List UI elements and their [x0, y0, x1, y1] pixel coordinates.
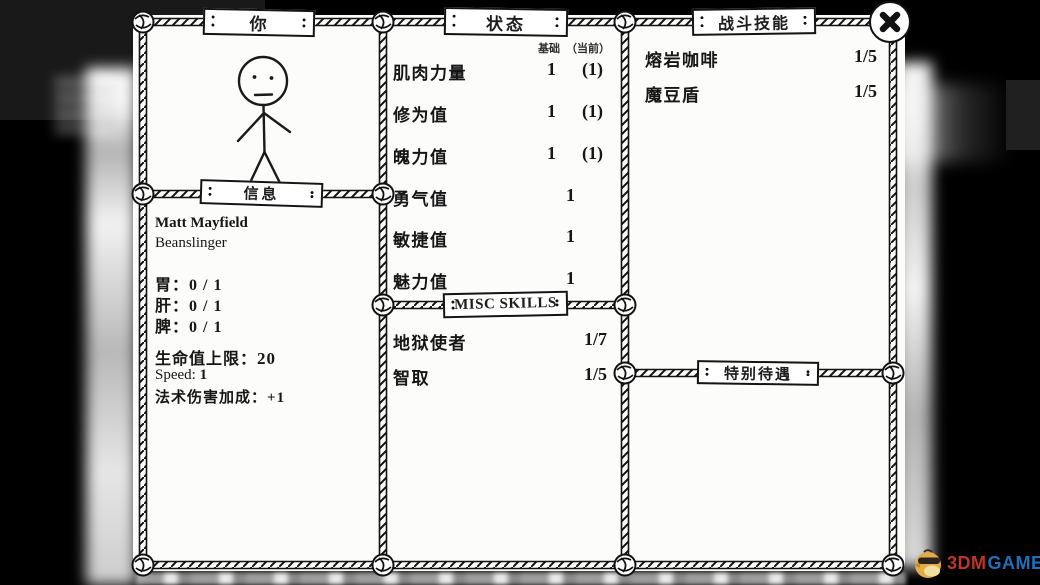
- skill-value: 1/5: [853, 46, 877, 66]
- stat-row-gumption: 勇气值 1: [393, 185, 603, 209]
- combat-skill-row[interactable]: 魔豆盾 1/5: [645, 81, 877, 105]
- skill-value: 1/5: [853, 81, 877, 101]
- background-patch: [1006, 80, 1040, 150]
- hp-max-row: 生命值上限：20: [155, 345, 276, 369]
- stat-value: 1: [566, 268, 575, 288]
- watermark-game: GAME: [987, 552, 1040, 573]
- character-class: Beanslinger: [155, 235, 227, 251]
- stat-row-muscle: 肌肉力量 1 (1): [393, 59, 603, 83]
- organ-row-liver: 肝：0 / 1: [155, 292, 222, 316]
- status-column-base: 基础: [538, 43, 560, 55]
- background-blur-streak: [55, 78, 115, 133]
- stat-base-value: 1: [547, 143, 556, 163]
- panel-sign-perks: 特别待遇: [696, 360, 820, 386]
- stat-base-value: 1: [547, 59, 556, 79]
- stat-row-moxie: 魄力值 1 (1): [393, 143, 603, 167]
- spell-damage-value: +1: [267, 390, 286, 406]
- skill-label: 魔豆盾: [645, 86, 701, 105]
- organ-row-stomach: 胃：0 / 1: [155, 271, 222, 295]
- close-button[interactable]: [869, 1, 911, 43]
- organ-label: 胃：: [155, 277, 190, 294]
- misc-skill-row[interactable]: 地狱使者 1/7: [393, 329, 607, 353]
- organ-value: 0 / 1: [189, 277, 223, 294]
- stat-label: 修为值: [393, 106, 449, 125]
- stat-label: 勇气值: [393, 190, 449, 209]
- misc-skill-row[interactable]: 智取 1/5: [393, 364, 607, 388]
- panel-sign-info: 信息: [199, 179, 324, 208]
- speed-row: Speed: 1: [155, 367, 207, 384]
- hp-label: 生命值上限：: [155, 351, 258, 368]
- organ-label: 肝：: [155, 298, 190, 315]
- sign-label: 特别待遇: [723, 365, 793, 383]
- chick-logo-icon: [914, 549, 941, 578]
- skill-value: 1/7: [583, 329, 607, 349]
- sign-label: 战斗技能: [717, 14, 791, 34]
- close-x-icon: [879, 11, 901, 33]
- panel-sign-you: 你: [202, 7, 316, 38]
- stat-base-value: 1: [547, 101, 556, 121]
- organ-label: 脾：: [155, 319, 190, 336]
- spell-damage-row: 法术伤害加成：+1: [155, 386, 285, 407]
- panel-sign-combat-skills: 战斗技能: [691, 7, 817, 36]
- speed-value: 1: [199, 367, 208, 383]
- stat-row-charm: 魅力值 1: [393, 268, 603, 292]
- stat-current-value: (1): [582, 143, 603, 163]
- organ-value: 0 / 1: [189, 319, 223, 336]
- skill-value: 1/5: [583, 364, 607, 384]
- skill-label: 地狱使者: [393, 334, 467, 353]
- character-name: Matt Mayfield: [155, 215, 248, 231]
- background-blur-strip: [136, 572, 906, 585]
- organ-row-spleen: 脾：0 / 1: [155, 313, 222, 337]
- stat-row-agility: 敏捷值 1: [393, 226, 603, 250]
- stat-current-value: (1): [582, 101, 603, 121]
- watermark-3dm: 3DM: [947, 552, 987, 573]
- panel-sign-status: 状态: [443, 7, 569, 37]
- status-column-current: （当前）: [566, 43, 610, 55]
- stat-row-mysticality: 修为值 1 (1): [393, 101, 603, 125]
- background-blur-smudge: [900, 84, 1012, 162]
- spell-damage-label: 法术伤害加成：: [155, 389, 268, 406]
- sign-label: 信息: [243, 185, 280, 204]
- combat-skill-row[interactable]: 熔岩咖啡 1/5: [645, 46, 877, 70]
- hp-value: 20: [257, 349, 277, 368]
- panel-sign-misc-skills: MISC SKILLS: [442, 290, 569, 319]
- background-blur-streak: [86, 68, 136, 585]
- speed-label: Speed:: [155, 367, 196, 383]
- stat-current-value: (1): [582, 59, 603, 79]
- sign-label: 状态: [485, 14, 527, 34]
- stat-label: 魄力值: [393, 148, 449, 167]
- skill-label: 熔岩咖啡: [645, 51, 719, 70]
- stat-value: 1: [566, 226, 575, 246]
- stat-label: 敏捷值: [393, 231, 449, 250]
- stat-label: 肌肉力量: [393, 64, 467, 83]
- sign-label: MISC SKILLS: [454, 294, 557, 314]
- sign-label: 你: [249, 14, 269, 35]
- skill-label: 智取: [393, 369, 430, 388]
- organ-value: 0 / 1: [189, 298, 223, 315]
- stat-label: 魅力值: [393, 273, 449, 292]
- stat-value: 1: [566, 185, 575, 205]
